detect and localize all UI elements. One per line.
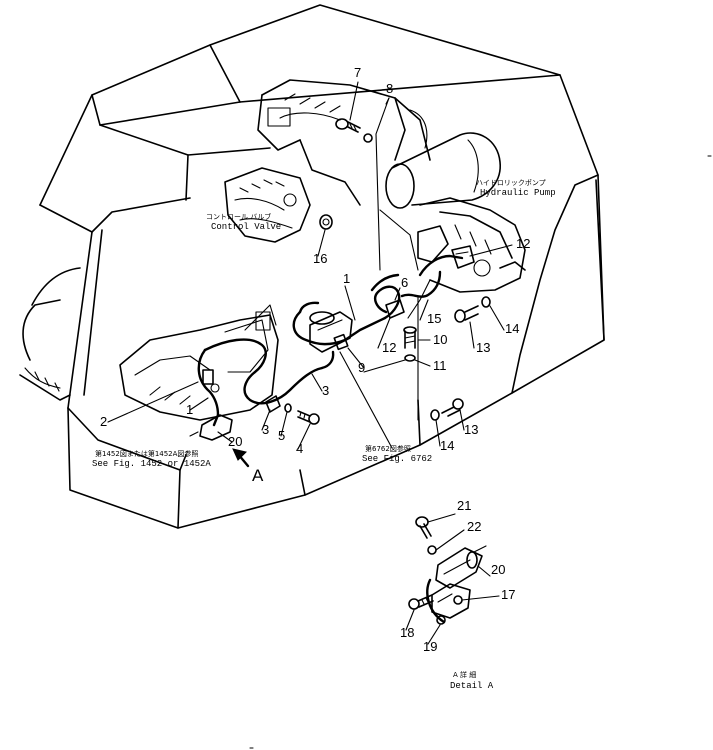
- track-assembly: [19, 267, 81, 401]
- sensor-20: [189, 414, 233, 441]
- frame-outline: [39, 4, 605, 529]
- engine-assembly: [257, 79, 431, 206]
- callout-c8: 8: [386, 81, 393, 96]
- see-fig-1452-label: See Fig. 1452 or 1452A: [92, 459, 211, 469]
- callout-c4: 4: [296, 441, 303, 456]
- control-valve: [224, 167, 311, 243]
- view-a-arrow: [232, 448, 250, 468]
- callout-c13b: 13: [464, 422, 478, 437]
- washer-14-top: [481, 296, 491, 308]
- lower-machinery: [119, 304, 279, 421]
- bolt-13-bottom: [441, 398, 464, 417]
- callout-c20a: 20: [228, 434, 242, 449]
- callout-c12a: 12: [516, 236, 530, 251]
- hydraulic-pump: [379, 197, 526, 319]
- callout-c22: 22: [467, 519, 481, 534]
- washer-11: [404, 354, 416, 362]
- see-fig-1452-label-jp: 第1452図または第1452A図参照: [95, 449, 198, 458]
- callout-c3a: 3: [322, 383, 329, 398]
- callout-c19: 19: [423, 639, 437, 654]
- callout-c15: 15: [427, 311, 441, 326]
- connector-2: [202, 369, 220, 393]
- see-fig-6762-label: See Fig. 6762: [362, 454, 432, 464]
- bolt-7: [335, 118, 361, 133]
- control-valve-label-jp: コントロール バルブ: [206, 212, 271, 221]
- callout-c1b: 1: [186, 402, 193, 417]
- callout-c16: 16: [313, 251, 327, 266]
- callout-c20b: 20: [491, 562, 505, 577]
- callout-c9: 9: [358, 360, 365, 375]
- callout-c14a: 14: [505, 321, 519, 336]
- callout-c7: 7: [354, 65, 361, 80]
- margin-mark: [249, 155, 712, 749]
- callout-c14b: 14: [440, 438, 454, 453]
- washer-14-bottom: [430, 409, 440, 421]
- connector-12-top: [451, 245, 475, 269]
- muffler: [385, 132, 501, 209]
- hydraulic-pump-label-jp: ハイドロリックポンプ: [476, 179, 546, 187]
- bolt-10: [403, 326, 417, 349]
- callout-c5: 5: [278, 428, 285, 443]
- hydraulic-pump-label: Hydraulic Pump: [480, 188, 556, 198]
- callout-c13a: 13: [476, 340, 490, 355]
- callout-c3b: 3: [262, 422, 269, 437]
- view-a-label: A: [252, 466, 264, 485]
- callout-c21: 21: [457, 498, 471, 513]
- callout-c17: 17: [501, 587, 515, 602]
- bolt-4: [297, 410, 320, 425]
- callout-c12b: 12: [382, 340, 396, 355]
- see-fig-6762-label-jp: 第6762図参照: [365, 444, 411, 453]
- leader-lines: [107, 81, 513, 645]
- bolt-16: [319, 214, 333, 230]
- washer-8: [363, 133, 373, 143]
- detail-a-assembly: [408, 516, 487, 625]
- washer-5: [284, 403, 292, 413]
- callout-c10: 10: [433, 332, 447, 347]
- text-labels: コントロール バルブ Control Valve ハイドロリックポンプ Hydr…: [92, 179, 556, 691]
- callout-c6: 6: [401, 275, 408, 290]
- callout-c2: 2: [100, 414, 107, 429]
- bolt-13-top: [454, 305, 479, 323]
- clamp-3: [265, 395, 281, 413]
- control-valve-label: Control Valve: [211, 222, 281, 232]
- callout-c11: 11: [433, 358, 447, 373]
- callout-c18: 18: [400, 625, 414, 640]
- callout-c1a: 1: [343, 271, 350, 286]
- detail-a-label: Detail A: [450, 681, 494, 691]
- detail-a-label-jp: A 詳 細: [453, 670, 476, 679]
- clamp-6: [385, 299, 405, 319]
- solenoid-relay: [309, 311, 353, 353]
